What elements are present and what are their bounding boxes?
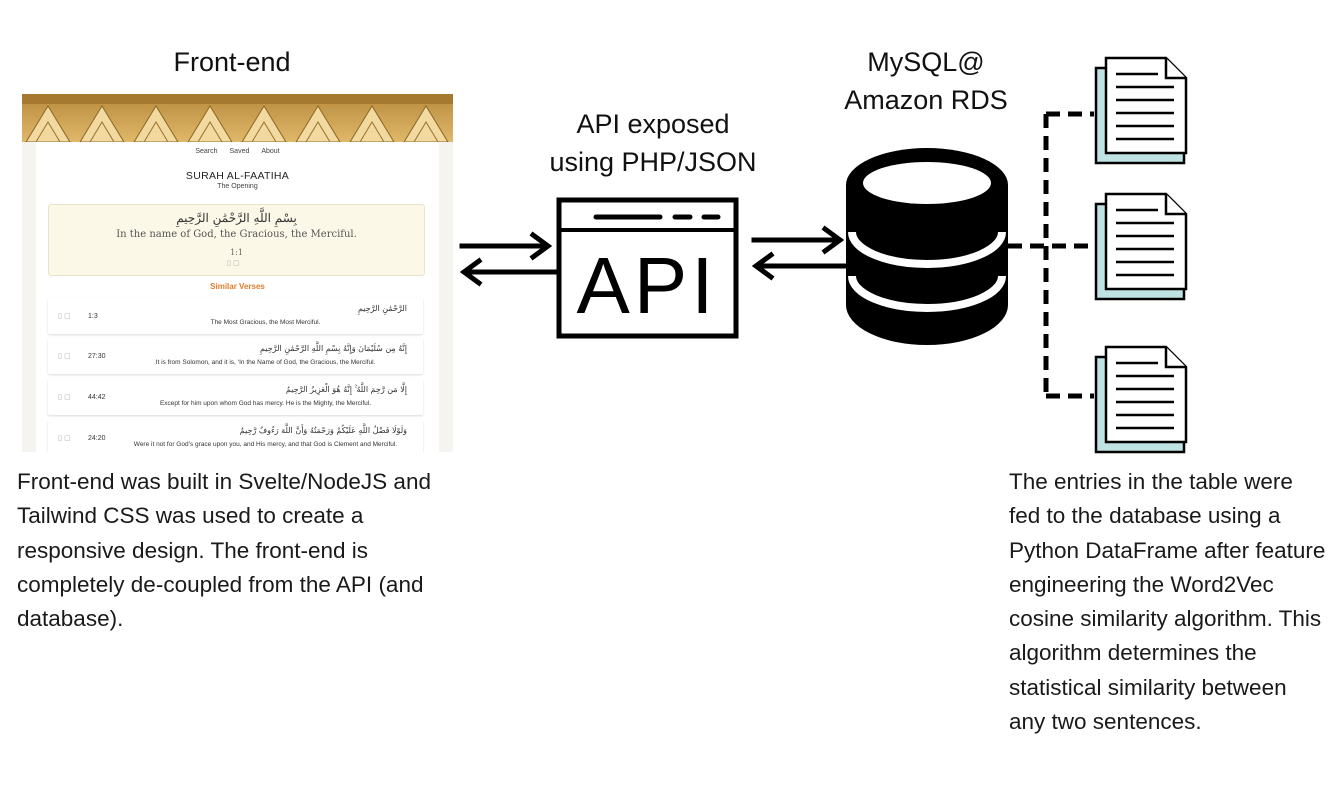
frontend-title: Front-end — [173, 47, 291, 77]
verse-english: Except for him upon whom God has mercy. … — [159, 400, 372, 407]
verse-ref: 27:30 — [88, 353, 106, 360]
database-title-line1: MySQL@ — [867, 47, 985, 77]
verse-english: It is from Solomon, and it is, ‘In the N… — [155, 359, 376, 366]
similar-verses-heading: Similar Verses — [210, 282, 265, 291]
bookmark-icon[interactable]: ▯ ▢ — [58, 352, 71, 360]
document-icon — [1094, 192, 1188, 301]
frontend-screenshot: Search Saved About SURAH AL-FAATIHA The … — [22, 94, 453, 452]
document-icon — [1094, 345, 1188, 454]
nav-search[interactable]: Search — [195, 148, 218, 155]
api-icon-label: API — [577, 241, 718, 330]
nav-bar: Search Saved About — [36, 148, 439, 155]
verse-english: The Most Gracious, the Most Merciful. — [210, 319, 321, 326]
surah-subtitle: The Opening — [217, 183, 258, 190]
bookmark-icon[interactable]: ▯ ▢ — [58, 312, 71, 320]
surah-title: SURAH AL-FAATIHA — [185, 170, 290, 182]
similar-verse-row[interactable]: ▯ ▢ 1:3 الرَّحْمَٰنِ الرَّحِيمِ The Most… — [48, 298, 423, 334]
nav-about[interactable]: About — [261, 148, 280, 155]
verse-actions: ▯ ▢ — [227, 259, 240, 267]
document-connectors — [1008, 111, 1094, 399]
app-page: Search Saved About SURAH AL-FAATIHA The … — [36, 142, 439, 452]
bookmark-icon[interactable]: ▯ ▢ — [58, 393, 71, 401]
database-title: MySQL@ Amazon RDS — [820, 44, 1032, 120]
main-verse-card: بِسْمِ اللَّهِ الرَّحْمَٰنِ الرَّحِيمِ I… — [48, 204, 425, 276]
nav-saved[interactable]: Saved — [229, 148, 250, 155]
similar-verse-row[interactable]: ▯ ▢ 44:42 إِلَّا مَن رَّحِمَ اللَّهُ ۚ إ… — [48, 379, 423, 415]
similar-verse-row[interactable]: ▯ ▢ 27:30 إِنَّهُ مِن سُلَيْمَانَ وَإِنَ… — [48, 338, 423, 374]
arrow-right-icon — [751, 225, 845, 255]
arrow-left-icon — [751, 251, 851, 281]
database-description: The entries in the table were fed to the… — [1009, 469, 1326, 735]
similar-verse-row[interactable]: ▯ ▢ 24:20 وَلَوْلَا فَضْلُ اللَّهِ عَلَي… — [48, 420, 423, 452]
api-title-line1: API exposed — [576, 109, 730, 139]
api-database-arrows — [751, 225, 851, 281]
frontend-description: Front-end was built in Svelte/NodeJS and… — [17, 469, 431, 632]
decorative-banner — [22, 94, 453, 142]
arrow-left-icon — [459, 257, 559, 287]
verse-english: Were it not for God’s grace upon you, an… — [133, 441, 398, 448]
document-icon — [1094, 56, 1188, 165]
verse-arabic: بِسْمِ اللَّهِ الرَّحْمَٰنِ الرَّحِيمِ — [176, 211, 297, 225]
verse-ref: 1:3 — [88, 313, 98, 320]
api-window-icon: API — [556, 197, 739, 339]
database-title-line2: Amazon RDS — [844, 84, 1008, 115]
bookmark-icon[interactable]: ▯ ▢ — [58, 434, 71, 442]
verse-english: In the name of God, the Gracious, the Me… — [116, 229, 357, 240]
verse-arabic: إِلَّا مَن رَّحِمَ اللَّهُ ۚ إِنَّهُ هُو… — [285, 385, 407, 394]
verse-ref: 24:20 — [88, 435, 106, 442]
verse-arabic: إِنَّهُ مِن سُلَيْمَانَ وَإِنَّهُ بِسْمِ… — [260, 344, 407, 353]
verse-ref: 1:1 — [230, 248, 243, 257]
api-title-line2: using PHP/JSON — [549, 146, 757, 177]
frontend-api-arrows — [459, 231, 559, 287]
verse-arabic: الرَّحْمَٰنِ الرَّحِيمِ — [357, 304, 407, 313]
arrow-right-icon — [459, 231, 553, 261]
api-title: API exposed using PHP/JSON — [530, 106, 776, 182]
verse-arabic: وَلَوْلَا فَضْلُ اللَّهِ عَلَيْكُمْ وَرَ… — [239, 426, 407, 435]
bookmark-icon[interactable]: ▯ — [227, 259, 231, 267]
copy-icon[interactable]: ▢ — [233, 259, 240, 267]
database-icon — [846, 148, 1008, 345]
verse-ref: 44:42 — [88, 394, 106, 401]
